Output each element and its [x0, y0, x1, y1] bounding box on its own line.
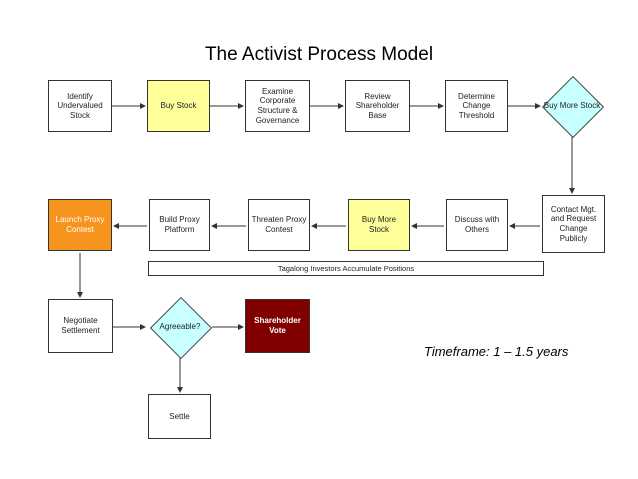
node-identify-undervalued-stock: Identify Undervalued Stock — [48, 80, 112, 132]
node-determine-threshold: Determine Change Threshold — [445, 80, 508, 132]
node-discuss-with-others: Discuss with Others — [446, 199, 508, 251]
node-shareholder-vote: Shareholder Vote — [245, 299, 310, 353]
diagram-title: The Activist Process Model — [204, 44, 434, 65]
node-buy-stock: Buy Stock — [147, 80, 210, 132]
decision-label: Buy More Stock — [543, 101, 601, 111]
node-build-proxy-platform: Build Proxy Platform — [149, 199, 210, 251]
node-launch-proxy-contest: Launch Proxy Contest — [48, 199, 112, 251]
node-agreeable-decision: Agreeable? — [149, 296, 213, 360]
decision-label: Agreeable? — [159, 322, 201, 332]
node-threaten-proxy-contest: Threaten Proxy Contest — [248, 199, 310, 251]
node-buy-more-stock-decision: Buy More Stock — [541, 75, 605, 139]
node-settle: Settle — [148, 394, 211, 439]
node-contact-management: Contact Mgt. and Request Change Publicly — [542, 195, 605, 253]
node-negotiate-settlement: Negotiate Settlement — [48, 299, 113, 353]
node-buy-more-stock: Buy More Stock — [348, 199, 410, 251]
node-examine-structure: Examine Corporate Structure & Governance — [245, 80, 310, 132]
tagalong-investors-bar: Tagalong Investors Accumulate Positions — [148, 261, 544, 276]
timeframe-label: Timeframe: 1 – 1.5 years — [424, 344, 569, 359]
node-review-shareholder-base: Review Shareholder Base — [345, 80, 410, 132]
